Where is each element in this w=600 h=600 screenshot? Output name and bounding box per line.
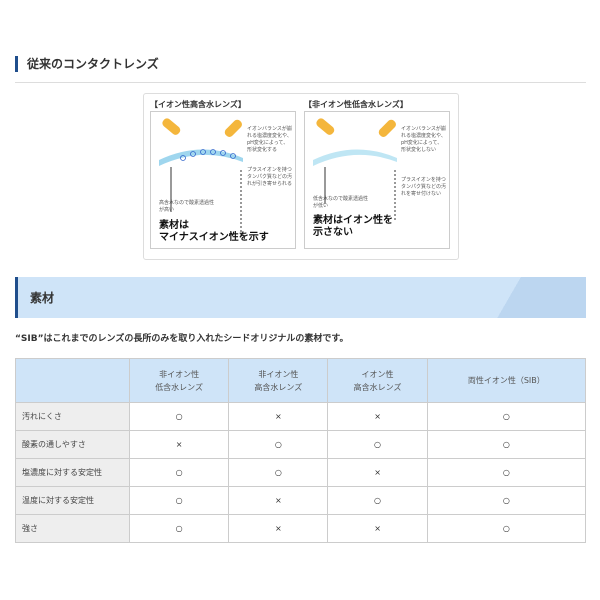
divider [15,82,586,83]
panel-box: イオンバランスが崩れる塩濃度変化や、pH変化によって、形状変化しない プラスイオ… [304,111,450,249]
section-title: 素材 [30,291,55,305]
column-header: 非イオン性低含水レンズ [128,358,230,403]
header-line: イオン性 [361,369,394,379]
table-cell: ○ [128,514,230,543]
table-cell: ○ [426,514,587,543]
nonionic-panel: 【非イオン性低含水レンズ】 イオンバランスが崩れる塩濃度変化や、pH変化によって… [304,100,450,249]
table-row: 汚れにくさ○××○ [15,402,587,431]
column-header: イオン性高含水レンズ [327,358,428,403]
header-line: 非イオン性 [159,369,200,379]
header-line: 高含水レンズ [353,382,402,392]
table-cell: × [228,486,329,515]
table-row: 酸素の通しやすさ×○○○ [15,430,587,459]
lens-diagram-icon [159,118,243,237]
caption: 示さない [313,227,353,238]
table-row: 温度に対する安定性○×○○ [15,486,587,515]
table-row: 塩濃度に対する安定性○○×○ [15,458,587,487]
table-cell: ○ [426,486,587,515]
comparison-table: 非イオン性低含水レンズ非イオン性高含水レンズイオン性高含水レンズ両性イオン性（S… [15,358,587,543]
table-cell: ○ [426,430,587,459]
note: イオンバランスが崩れる塩濃度変化や、pH変化によって、形状変化しない [401,126,446,153]
table-cell: ○ [426,402,587,431]
table-cell: ○ [426,458,587,487]
table-row: 強さ○××○ [15,514,587,543]
table-cell: ○ [228,430,329,459]
panel-box: イオンバランスが崩れる塩濃度変化や、pH変化によって、形状変化する プラスイオン… [150,111,296,249]
caption: マイナスイオン性を示す [159,232,269,243]
header-line: 非イオン性 [258,369,299,379]
table-cell: ○ [327,486,428,515]
table-cell: ○ [128,458,230,487]
table-cell: ○ [128,486,230,515]
ionic-panel: 【イオン性高含水レンズ】 イオンバランスが崩れる塩濃度変化や、pH変化によって、… [150,100,296,249]
page-heading: 従来のコンタクトレンズ [15,56,159,72]
table-cell: ○ [128,402,230,431]
table-cell: × [327,514,428,543]
row-label: 塩濃度に対する安定性 [15,458,130,487]
table-cell: ○ [228,458,329,487]
header-line: 両性イオン性（SIB） [467,376,545,385]
table-cell: × [128,430,230,459]
table-cell: × [327,458,428,487]
note: 低含水なので酸素透過性が低い [313,196,369,209]
header-line: 高含水レンズ [254,382,303,392]
row-label: 強さ [15,514,130,543]
caption: 素材はイオン性を [313,215,393,226]
table-cell: × [228,514,329,543]
row-label: 温度に対する安定性 [15,486,130,515]
section-header: 素材 [15,277,586,318]
lens-diagram-icon [313,118,397,222]
table-cell: × [228,402,329,431]
lead-text: “SIB”はこれまでのレンズの長所のみを取り入れたシードオリジナルの素材です。 [15,334,349,344]
row-label: 酸素の通しやすさ [15,430,130,459]
table-cell: × [327,402,428,431]
note: プラスイオンを持つタンパク質などの汚れが引き寄せられる [247,167,293,187]
column-header: 非イオン性高含水レンズ [228,358,329,403]
row-label: 汚れにくさ [15,402,130,431]
table-cell: ○ [327,430,428,459]
note: プラスイオンを持つタンパク質などの汚れを寄せ付けない [401,177,447,197]
column-header [15,358,130,403]
note: イオンバランスが崩れる塩濃度変化や、pH変化によって、形状変化する [247,126,292,153]
caption: 素材は [159,220,189,231]
lens-comparison-illustration: 【イオン性高含水レンズ】 イオンバランスが崩れる塩濃度変化や、pH変化によって、… [143,93,459,260]
column-header: 両性イオン性（SIB） [426,358,587,403]
panel-title: 【非イオン性低含水レンズ】 [304,100,408,109]
header-line: 低含水レンズ [155,382,204,392]
panel-title: 【イオン性高含水レンズ】 [150,100,246,109]
note: 高含水なので酸素透過性が高い [159,200,215,213]
